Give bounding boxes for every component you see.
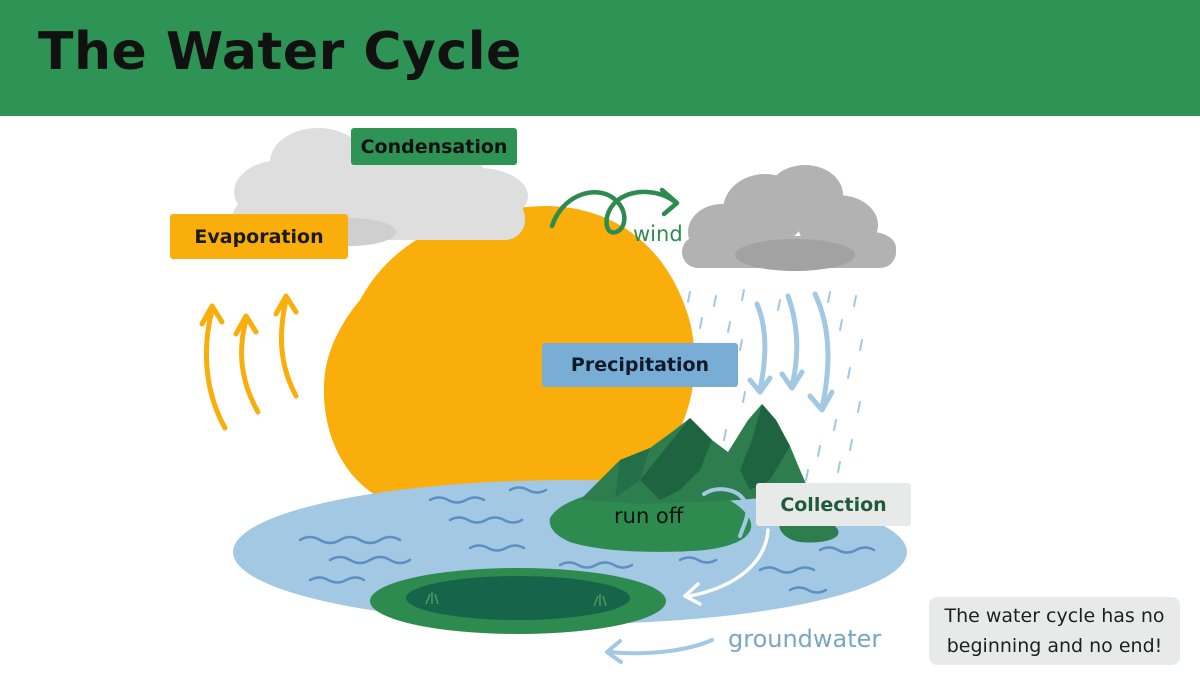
groundwater-arrow bbox=[605, 638, 714, 664]
evaporation-arrows bbox=[199, 293, 299, 431]
collection-arrow bbox=[683, 528, 770, 606]
wind-arrow bbox=[549, 187, 680, 235]
precipitation-label: Precipitation bbox=[542, 343, 738, 387]
condensation-label: Condensation bbox=[351, 128, 517, 165]
page-title: The Water Cycle bbox=[38, 22, 522, 82]
collection-label: Collection bbox=[756, 483, 911, 526]
groundwater-pond bbox=[370, 568, 666, 634]
rain-cloud bbox=[682, 165, 896, 271]
island-mountains bbox=[549, 404, 839, 552]
title-bar: The Water Cycle bbox=[0, 0, 1200, 116]
evaporation-label: Evaporation bbox=[170, 214, 348, 259]
cycle-note: The water cycle has no beginning and no … bbox=[929, 597, 1180, 665]
wind-label: wind bbox=[633, 222, 683, 246]
precipitation-arrows bbox=[747, 291, 835, 413]
sun bbox=[323, 206, 695, 516]
run-off-label: run off bbox=[614, 504, 684, 528]
rain-drops bbox=[687, 289, 863, 481]
cycle-note-text: The water cycle has no beginning and no … bbox=[944, 605, 1165, 657]
groundwater-label: groundwater bbox=[728, 625, 882, 653]
